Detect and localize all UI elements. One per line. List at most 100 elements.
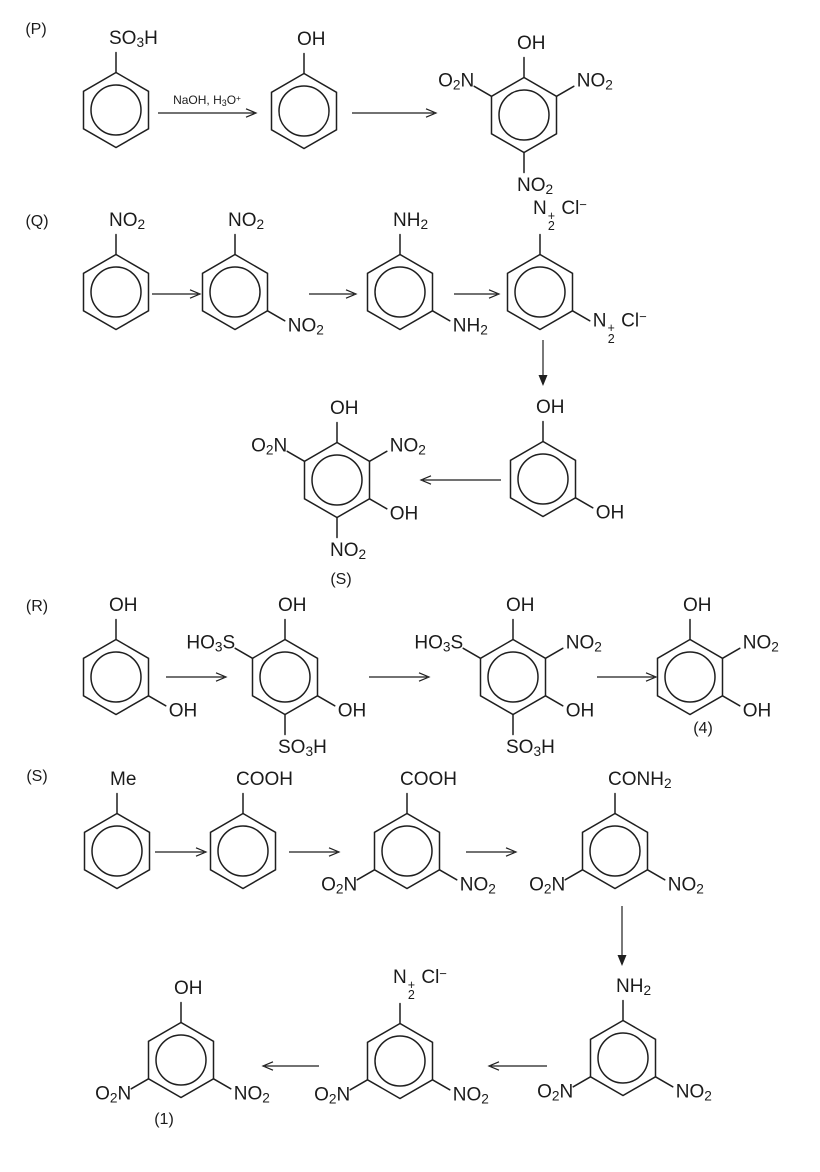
substituent-label-phenol-top: OH — [297, 28, 326, 50]
compound-tag-4: (4) — [693, 720, 713, 737]
benzene-ring — [82, 253, 150, 331]
benzene-ring — [209, 812, 277, 890]
substituent-bond — [654, 1076, 674, 1088]
substituent-label-dinitrobenzoic-acid-lower-right: NO2 — [459, 874, 496, 897]
benzene-ring — [366, 253, 434, 331]
substituent-label-resorcinol-from-diazonium-top: OH — [536, 396, 565, 418]
substituent-label-dinitrobenzoic-acid-top: COOH — [400, 768, 457, 790]
benzene-ring — [147, 1021, 215, 1099]
benzene-ring — [373, 812, 441, 890]
substituent-bond — [130, 1078, 150, 1090]
substituent-label-dinitroaniline-lower-right: NO2 — [675, 1081, 712, 1104]
structure-nitrobenzene — [82, 233, 150, 331]
substituent-bond — [571, 310, 591, 322]
compound-tag-1: (1) — [154, 1111, 174, 1128]
arrowhead-icon — [617, 955, 627, 966]
substituent-label-dinitrophenol-lower-left: O2N — [95, 1083, 132, 1106]
reagent-label-p-1: NaOH, H3O+ — [173, 92, 241, 108]
aromatic-circle — [155, 1034, 207, 1086]
benzene-ring — [83, 812, 151, 890]
substituent-label-picric-acid-upper-right: NO2 — [576, 70, 613, 93]
structure-m-phenylenediamine — [366, 233, 451, 331]
benzene-ring — [303, 441, 371, 519]
structure-m-dinitrobenzene — [201, 233, 286, 331]
arrow-p-2 — [352, 108, 438, 118]
structure-nitro-resorcinol-disulfonic-acid — [462, 618, 564, 736]
arrowhead-icon — [345, 289, 358, 299]
substituent-label-styphnic-acid-lower-right: OH — [389, 503, 419, 525]
scheme-label-p: (P) — [25, 21, 47, 38]
aromatic-circle — [487, 651, 539, 703]
arrowhead-icon — [505, 847, 518, 857]
aromatic-circle — [259, 651, 311, 703]
substituent-label-benzene-bis-diazonium-chloride-lower-right: N+2 Cl− — [592, 308, 647, 346]
substituent-label-dinitroaniline-lower-left: O2N — [537, 1081, 574, 1104]
structure-resorcinol-disulfonic-acid — [234, 618, 336, 736]
substituent-label-dinitrophenol-lower-right: NO2 — [233, 1083, 270, 1106]
aromatic-circle — [217, 825, 269, 877]
aromatic-circle — [91, 825, 143, 877]
substituent-bond — [721, 647, 741, 660]
benzene-ring — [270, 72, 338, 150]
arrowhead-icon — [215, 672, 228, 682]
aromatic-circle — [498, 89, 550, 141]
arrow-r-2 — [369, 672, 431, 682]
substituent-bond — [368, 498, 388, 510]
substituent-label-nitro-resorcinol-disulfonic-acid-top: OH — [506, 594, 535, 616]
substituent-label-picric-acid-top: OH — [517, 32, 546, 54]
structure-styphnic-acid — [286, 421, 388, 539]
benzene-ring — [490, 76, 558, 154]
substituent-label-dinitrobenzenediazonium-chloride-lower-left: O2N — [314, 1084, 351, 1107]
arrow-s-1 — [155, 847, 208, 857]
aromatic-circle — [374, 266, 426, 318]
substituent-label-benzenesulfonic-acid-top: SO3H — [109, 27, 158, 50]
substituent-bond — [574, 497, 594, 509]
substituent-label-picric-acid-upper-left: O2N — [438, 70, 475, 93]
arrow-s-down — [617, 906, 627, 966]
substituent-label-m-phenylenediamine-top: NH2 — [393, 209, 429, 232]
substituent-bond — [431, 310, 451, 322]
substituent-label-dinitrobenzamide-lower-left: O2N — [529, 874, 566, 897]
arrow-q-1 — [152, 289, 202, 299]
substituent-bond — [438, 869, 458, 881]
arrowhead-icon — [245, 108, 258, 118]
arrow-r-1 — [166, 672, 228, 682]
substituent-label-resorcinol-top: OH — [109, 594, 138, 616]
substituent-label-dinitroaniline-top: NH2 — [616, 975, 652, 998]
substituent-label-2-nitroresorcinol-top: OH — [683, 594, 712, 616]
arrow-q-down — [538, 340, 548, 386]
structure-resorcinol — [82, 618, 167, 716]
structure-benzene-bis-diazonium-chloride — [506, 233, 591, 331]
aromatic-circle — [90, 266, 142, 318]
substituent-label-resorcinol-from-diazonium-lower-right: OH — [595, 502, 625, 524]
scheme-label-r: (R) — [25, 598, 49, 615]
structure-dinitrobenzoic-acid — [356, 792, 458, 890]
arrowhead-icon — [418, 672, 431, 682]
aromatic-circle — [381, 825, 433, 877]
scheme-label-q: (Q) — [25, 213, 49, 230]
benzene-ring — [581, 812, 649, 890]
structure-picric-acid — [473, 56, 575, 174]
substituent-bond — [646, 869, 666, 881]
substituent-bond — [286, 450, 306, 463]
aromatic-circle — [517, 453, 569, 505]
substituent-label-benzoic-acid-top: COOH — [236, 768, 293, 790]
substituent-bond — [368, 450, 388, 463]
benzene-ring — [82, 71, 150, 149]
aromatic-circle — [311, 454, 363, 506]
arrow-s-5 — [261, 1061, 319, 1071]
aromatic-circle — [209, 266, 261, 318]
substituent-bond — [572, 1076, 592, 1088]
benzene-ring — [656, 638, 724, 716]
substituent-bond — [316, 695, 336, 707]
substituent-bond — [356, 869, 376, 881]
arrowhead-icon — [488, 289, 501, 299]
arrow-r-3 — [597, 672, 658, 682]
arrow-p-1 — [158, 108, 258, 118]
substituent-label-nitrobenzene-top: NO2 — [109, 209, 146, 232]
arrow-q-2 — [309, 289, 358, 299]
substituent-label-m-dinitrobenzene-top: NO2 — [228, 209, 265, 232]
substituent-bond — [431, 1079, 451, 1091]
